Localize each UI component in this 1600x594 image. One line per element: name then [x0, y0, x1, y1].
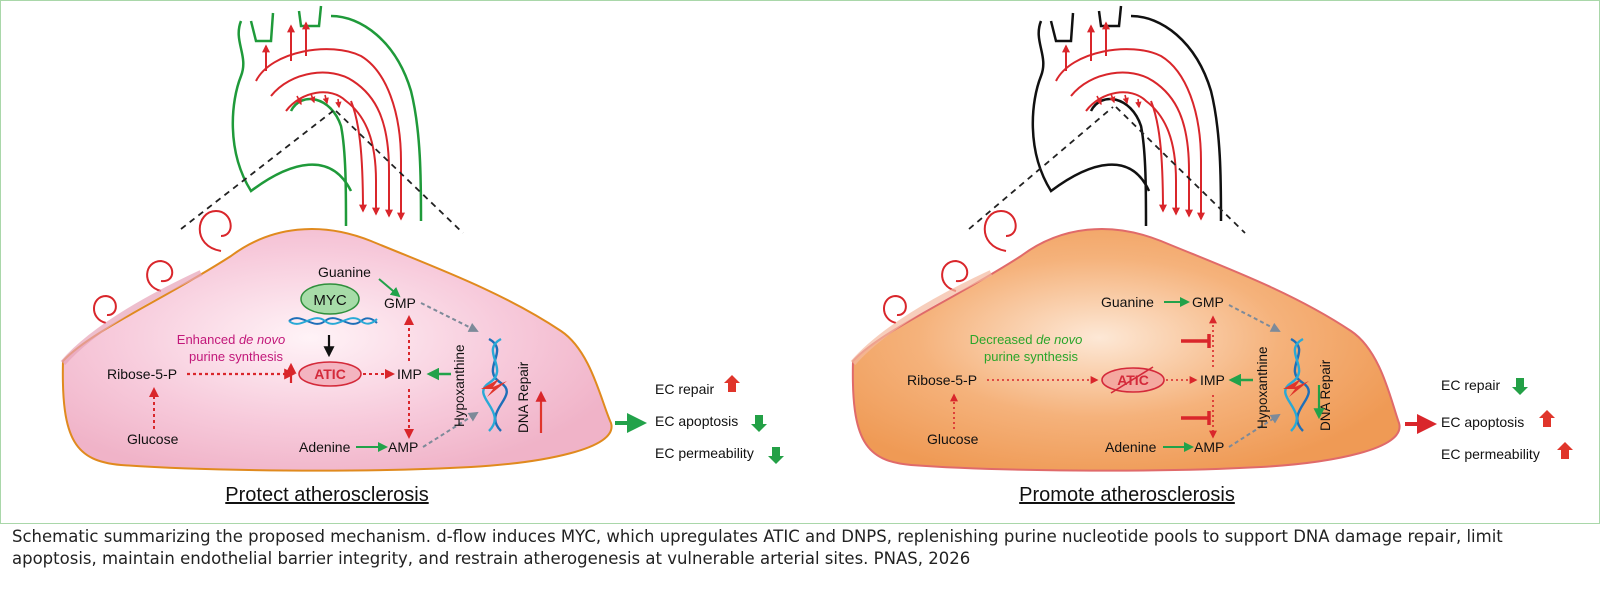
figure-caption: Schematic summarizing the proposed mecha…: [12, 527, 1503, 568]
atic-node: [298, 361, 362, 387]
endothelial-cell: [851, 228, 1401, 472]
vessel-arch: [231, 5, 423, 227]
panel-title: Protect atherosclerosis: [225, 484, 428, 506]
outcome-ec-permeability: EC permeability: [1441, 446, 1540, 462]
zoom-line-right: [335, 110, 464, 234]
down-arrow-icon: [1512, 378, 1528, 395]
vessel-arch: [1031, 5, 1223, 227]
synthesis-label-line1: Decreased de novo: [970, 332, 1083, 347]
hypoxanthine-label: Hypoxanthine: [1255, 346, 1270, 429]
imp-label: IMP: [1200, 372, 1225, 388]
outcome-ec-repair: EC repair: [655, 381, 714, 397]
ribose-label: Ribose-5-P: [107, 366, 177, 382]
flow-lines: [883, 21, 1205, 324]
outcome-ec-apoptosis: EC apoptosis: [1441, 414, 1524, 430]
gmp-to-dna-arrow: [420, 302, 479, 332]
amp-to-dna-arrow: [1228, 413, 1281, 448]
guanine-label: Guanine: [1101, 294, 1154, 310]
atic-label: ATIC: [314, 366, 346, 382]
outcome-ec-apoptosis: EC apoptosis: [655, 413, 738, 429]
amp-label: AMP: [1194, 439, 1224, 455]
gmp-to-dna-arrow: [1228, 304, 1281, 332]
adenine-label: Adenine: [299, 439, 351, 455]
flow-arrowheads-small: [295, 93, 342, 109]
damage-bolt-icon: [1283, 379, 1309, 397]
up-arrow-icon: [1539, 410, 1555, 427]
outcomes-list: EC repair EC apoptosis EC permeability: [1441, 377, 1573, 462]
amp-label: AMP: [388, 439, 418, 455]
outcomes-list: EC repair EC apoptosis EC permeability: [655, 375, 784, 464]
dna-repair-helix-icon: [1284, 337, 1310, 432]
zoom-line-left: [180, 110, 334, 230]
mechanism-figure: MYC Enhanced de novo purine synthesis AT…: [0, 0, 1600, 524]
up-arrow-icon: [724, 375, 740, 392]
imp-label: IMP: [397, 366, 422, 382]
dna-repair-helix-icon: [482, 337, 508, 432]
dna-helix-icon: [288, 317, 378, 325]
amp-to-dna-arrow: [422, 411, 479, 448]
endothelial-cell: [61, 228, 613, 472]
up-arrow-icon: [1557, 442, 1573, 459]
hypoxanthine-label: Hypoxanthine: [452, 344, 467, 427]
flow-lines: [93, 21, 405, 324]
dna-repair-label: DNA Repair: [1318, 359, 1333, 431]
gmp-label: GMP: [384, 295, 416, 311]
zoom-line-right: [1115, 106, 1246, 234]
dna-repair-label: DNA Repair: [516, 361, 531, 433]
gmp-label: GMP: [1192, 294, 1224, 310]
ribose-label: Ribose-5-P: [907, 372, 977, 388]
damage-bolt-icon: [481, 379, 507, 397]
outcome-ec-repair: EC repair: [1441, 377, 1500, 393]
cell-surface-tail: [60, 270, 203, 365]
inhibition-mark-upper: [1181, 334, 1211, 348]
flow-arrowheads-small: [1095, 93, 1142, 109]
down-arrow-icon: [768, 447, 784, 464]
glucose-label: Glucose: [127, 431, 179, 447]
guanine-label: Guanine: [318, 264, 371, 280]
panel-title: Promote atherosclerosis: [1019, 484, 1235, 506]
adenine-label: Adenine: [1105, 439, 1157, 455]
myc-node: [300, 283, 360, 315]
synthesis-label-line2: purine synthesis: [984, 349, 1078, 364]
down-arrow-icon: [751, 415, 767, 432]
outcome-ec-permeability: EC permeability: [655, 445, 754, 461]
inhibition-mark-lower: [1181, 411, 1211, 425]
myc-label: MYC: [313, 292, 347, 309]
zoom-line-left: [968, 106, 1114, 230]
synthesis-label-line2: purine synthesis: [189, 349, 283, 364]
figure-canvas: MYC Enhanced de novo purine synthesis AT…: [60, 5, 1573, 506]
cell-surface-tail: [850, 270, 993, 365]
panel-protect: MYC Enhanced de novo purine synthesis AT…: [60, 5, 784, 506]
glucose-label: Glucose: [927, 431, 979, 447]
panel-promote: Decreased de novo purine synthesis ATIC …: [850, 5, 1573, 506]
synthesis-label-line1: Enhanced de novo: [177, 332, 285, 347]
atic-strike-mark: [1110, 366, 1154, 394]
guanine-to-gmp-arrow: [378, 278, 401, 298]
